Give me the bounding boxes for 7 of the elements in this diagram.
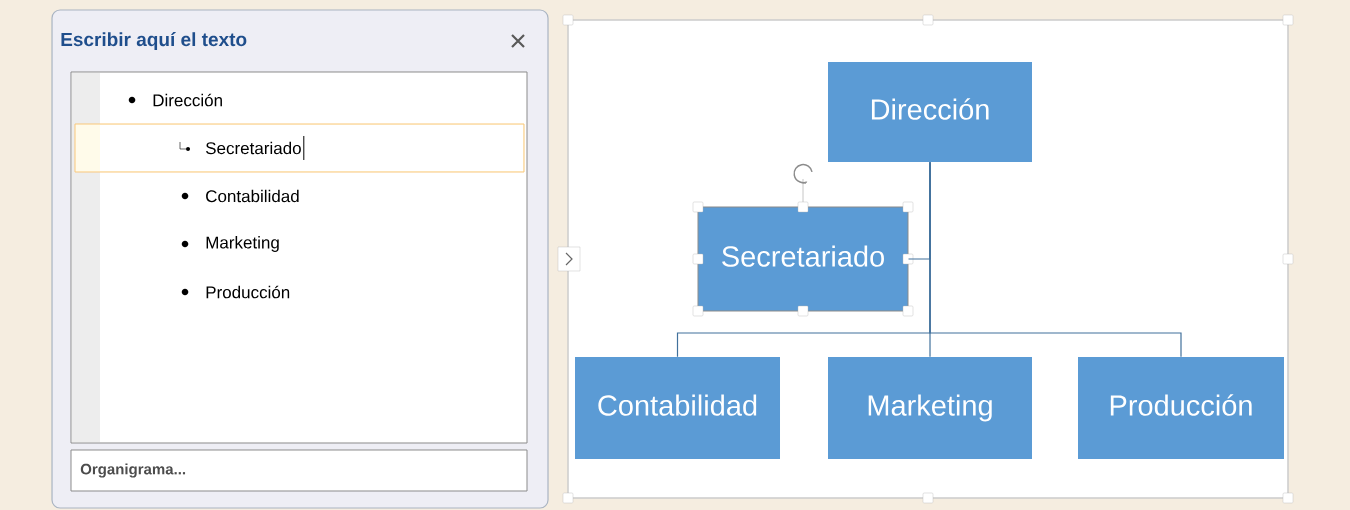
list-item: Secretariado xyxy=(206,141,301,155)
list-item: Marketing xyxy=(206,236,279,252)
input-field: Organigrama... xyxy=(70,449,528,492)
pane-title: Escribir aquí el texto xyxy=(61,32,247,50)
list-item: Dirección xyxy=(153,93,222,107)
list-item: Producción xyxy=(206,285,290,299)
list-item: Contabilidad xyxy=(206,189,299,203)
